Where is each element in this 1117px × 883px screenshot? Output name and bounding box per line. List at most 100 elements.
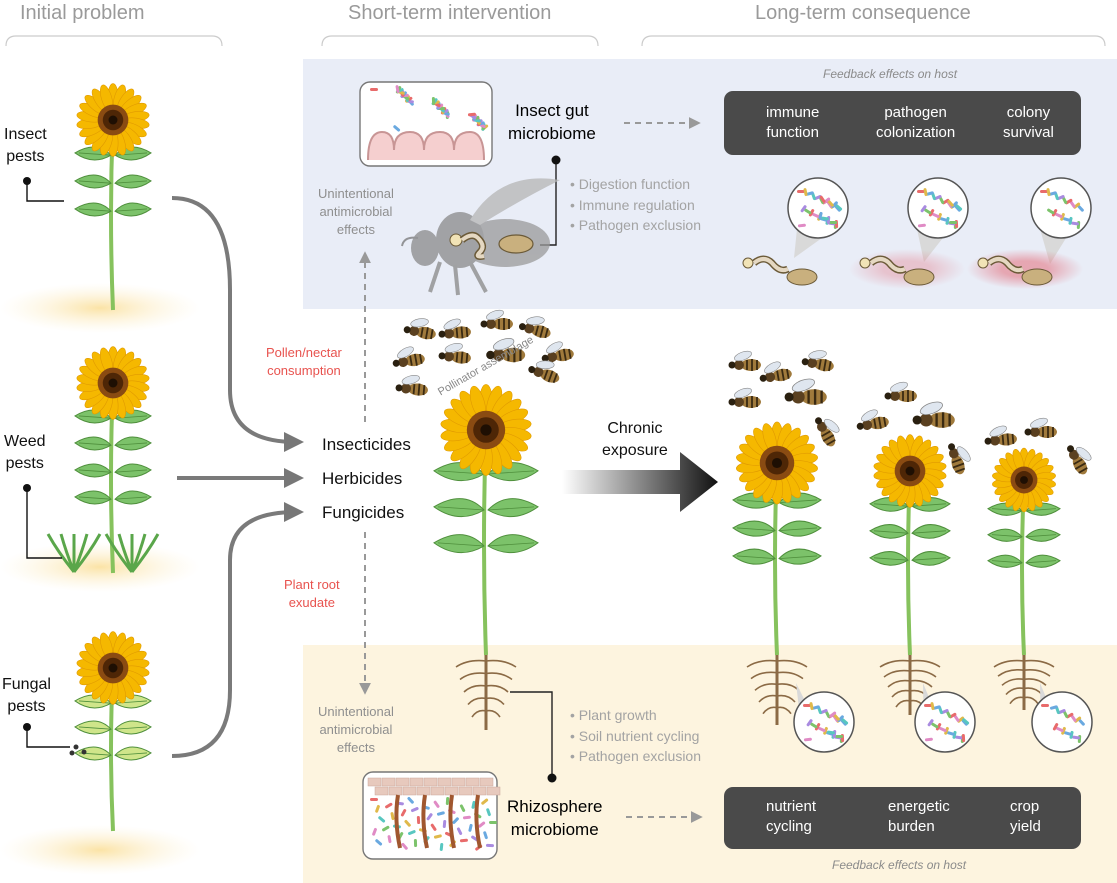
label-herbicides: Herbicides [322,469,403,488]
label-weed-pests: Weed pests [4,433,46,472]
microbe [385,802,393,809]
title-insect-gut-microbiome: Insect gut microbiome [508,101,596,143]
header-long-term: Long-term consequence [755,2,971,24]
roots [455,655,517,730]
leaf [778,548,822,565]
microbe [1052,723,1059,731]
bee [403,318,436,340]
leaf [487,534,539,554]
bee [480,309,513,330]
microbe [459,804,466,812]
microbe [1062,217,1071,222]
gut-tract-icon [967,249,1083,289]
gut-effect-colony: colony survival [1003,104,1054,141]
microbe [393,125,401,132]
leaf [114,436,152,451]
microbe [924,704,932,707]
microbe [483,831,488,840]
microbe [797,223,806,228]
microbe [930,702,935,711]
soil-brick [381,777,396,787]
bracket-long [641,35,1106,47]
gut-tract-icon [742,255,818,286]
fungal-spot [73,744,79,750]
microbe [928,209,935,217]
microbe [814,195,822,201]
microbe [436,811,445,816]
bee [438,343,471,364]
rhizo-functions-list: Plant growth Soil nutrient cycling Patho… [570,705,701,767]
microbe [407,830,416,835]
sunflower-plant [732,421,822,725]
soil-patch [0,825,200,875]
microbe [954,735,963,740]
microbe [947,199,954,207]
microbe [917,190,925,193]
roots [993,655,1055,710]
microbe [941,709,949,715]
soil-brick [472,786,487,796]
bee [518,316,551,339]
magnifier [793,683,855,753]
microbe [953,714,960,722]
sunflower-plant [433,384,539,730]
microbe [1057,195,1065,201]
rhizosphere-inset [362,771,501,860]
connector-dot [23,723,31,731]
microbe [812,212,820,218]
microbe [370,798,378,801]
soil-patch [0,542,200,592]
rhizo-function-item: Soil nutrient cycling [570,726,701,747]
soil-brick [451,777,466,787]
bee [984,425,1017,446]
microbe [431,97,436,106]
header-short-term: Short-term intervention [348,2,552,24]
microbe [924,737,933,742]
microbe [395,85,400,94]
microbe [442,819,447,828]
sunflower-plant [74,346,152,574]
soil-brick [402,786,417,796]
bee [884,381,917,402]
bee [486,338,526,363]
microbe [828,220,837,225]
microbe [471,800,476,809]
microbe [370,88,378,91]
gut-effect-pathogen: pathogen colonization [876,104,956,141]
microbe [468,823,473,832]
rhizo-effect-nutrient: nutrient cycling [766,798,817,835]
leaf [74,720,112,735]
microbe [390,812,395,821]
sunflower-plant [74,83,152,311]
gut-tract-icon [849,249,965,289]
microbe [452,817,459,824]
microbe [932,212,940,218]
bee [728,387,761,408]
bracket-short [321,35,599,47]
bee [728,350,761,371]
magnifier [1031,683,1093,753]
microbe [1056,726,1064,732]
leaf [114,202,152,217]
soil-brick [395,777,410,787]
microbe [404,819,411,827]
microbe [834,734,843,739]
label-chronic-exposure: Chronic exposure [602,420,668,459]
microbe [413,839,418,848]
root-strand [448,794,456,849]
microbe [932,705,941,710]
leaf [911,524,951,539]
bee [392,346,425,368]
microbe [805,191,814,196]
label-plant-root-exudate: Plant root exudate [284,577,340,610]
microbe [459,838,468,843]
microbe [835,204,843,211]
leaf [74,436,112,451]
microbe [1048,191,1057,196]
microbe [1046,188,1051,197]
microbe [430,823,437,831]
root-strand [474,794,482,849]
microbe [1077,205,1084,212]
gut-function-item: Digestion function [570,174,701,195]
leaf [487,498,539,518]
